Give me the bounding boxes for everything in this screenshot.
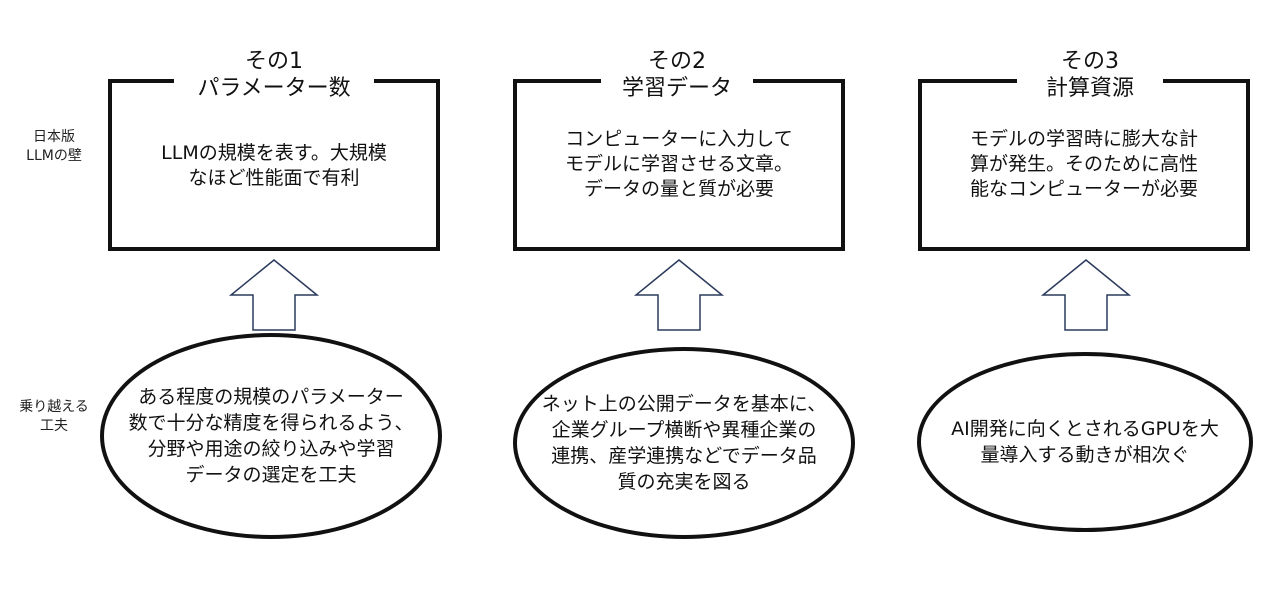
oval-line: 連携、産学連携などでデータ品 bbox=[551, 445, 817, 467]
oval-line: 質の充実を図る bbox=[617, 471, 751, 493]
up-arrow-icon bbox=[1040, 259, 1132, 331]
wall-box-parameters-text: LLMの規模を表す。大規模 なほど性能面で有利 bbox=[112, 141, 436, 191]
row-label-overcome-line1: 乗り越える bbox=[19, 399, 89, 415]
wall-box-training-data-text: コンピューターに入力して モデルに学習させる文章。 データの量と質が必要 bbox=[517, 127, 841, 202]
up-arrow-icon bbox=[633, 259, 725, 331]
box-line: コンピューターに入力して bbox=[565, 128, 793, 150]
solution-oval-training-data-text: ネット上の公開データを基本に、 企業グループ横断や異種企業の 連携、産学連携など… bbox=[542, 391, 826, 495]
oval-line: ネット上の公開データを基本に、 bbox=[541, 393, 827, 415]
wall-box-training-data: コンピューターに入力して モデルに学習させる文章。 データの量と質が必要 bbox=[513, 79, 845, 251]
box-line: なほど性能面で有利 bbox=[188, 167, 360, 189]
oval-line: 量導入する動きが相次ぐ bbox=[980, 444, 1190, 466]
row-label-llm-wall: 日本版 LLMの壁 bbox=[9, 128, 99, 166]
column-title-number: その3 bbox=[1061, 49, 1119, 74]
solution-oval-compute-text: AI開発に向くとされるGPUを大 量導入する動きが相次ぐ bbox=[951, 416, 1219, 468]
box-line: 算が発生。そのために高性 bbox=[969, 153, 1198, 175]
column-title-number: その1 bbox=[245, 49, 303, 74]
oval-line: AI開発に向くとされるGPUを大 bbox=[951, 418, 1219, 440]
box-line: モデルの学習時に膨大な計 bbox=[969, 128, 1198, 150]
box-line: モデルに学習させる文章。 bbox=[564, 153, 793, 175]
wall-box-compute: モデルの学習時に膨大な計 算が発生。そのために高性 能なコンピューターが必要 bbox=[918, 79, 1250, 251]
row-label-llm-wall-line1: 日本版 bbox=[33, 129, 75, 145]
column-title-parameters: その1 パラメーター数 bbox=[174, 48, 374, 102]
oval-line: 数で十分な精度を得られるよう、 bbox=[128, 412, 414, 434]
wall-box-parameters: LLMの規模を表す。大規模 なほど性能面で有利 bbox=[108, 79, 440, 251]
column-title-training-data: その2 学習データ bbox=[601, 48, 753, 102]
box-line: データの量と質が必要 bbox=[583, 178, 774, 200]
column-title-compute: その3 計算資源 bbox=[1017, 48, 1163, 102]
column-title-name: パラメーター数 bbox=[197, 76, 351, 101]
column-title-name: 学習データ bbox=[621, 76, 732, 101]
column-title-name: 計算資源 bbox=[1045, 76, 1134, 101]
row-label-llm-wall-line2: LLMの壁 bbox=[26, 148, 82, 164]
solution-oval-parameters: ある程度の規模のパラメーター 数で十分な精度を得られるよう、 分野や用途の絞り込… bbox=[100, 333, 442, 539]
solution-oval-parameters-text: ある程度の規模のパラメーター 数で十分な精度を得られるよう、 分野や用途の絞り込… bbox=[128, 384, 413, 488]
solution-oval-compute: AI開発に向くとされるGPUを大 量導入する動きが相次ぐ bbox=[917, 352, 1253, 532]
wall-box-compute-text: モデルの学習時に膨大な計 算が発生。そのために高性 能なコンピューターが必要 bbox=[922, 127, 1246, 202]
up-arrow-icon bbox=[228, 259, 320, 331]
row-label-overcome: 乗り越える 工夫 bbox=[9, 398, 99, 436]
solution-oval-training-data: ネット上の公開データを基本に、 企業グループ横断や異種企業の 連携、産学連携など… bbox=[513, 347, 855, 539]
row-label-overcome-line2: 工夫 bbox=[40, 418, 68, 434]
box-line: 能なコンピューターが必要 bbox=[969, 178, 1198, 200]
box-line: LLMの規模を表す。大規模 bbox=[161, 142, 387, 164]
column-title-number: その2 bbox=[648, 49, 706, 74]
oval-line: 分野や用途の絞り込みや学習 bbox=[147, 438, 395, 460]
oval-line: ある程度の規模のパラメーター bbox=[138, 386, 404, 408]
oval-line: 企業グループ横断や異種企業の bbox=[551, 419, 817, 441]
oval-line: データの選定を工夫 bbox=[185, 464, 357, 486]
